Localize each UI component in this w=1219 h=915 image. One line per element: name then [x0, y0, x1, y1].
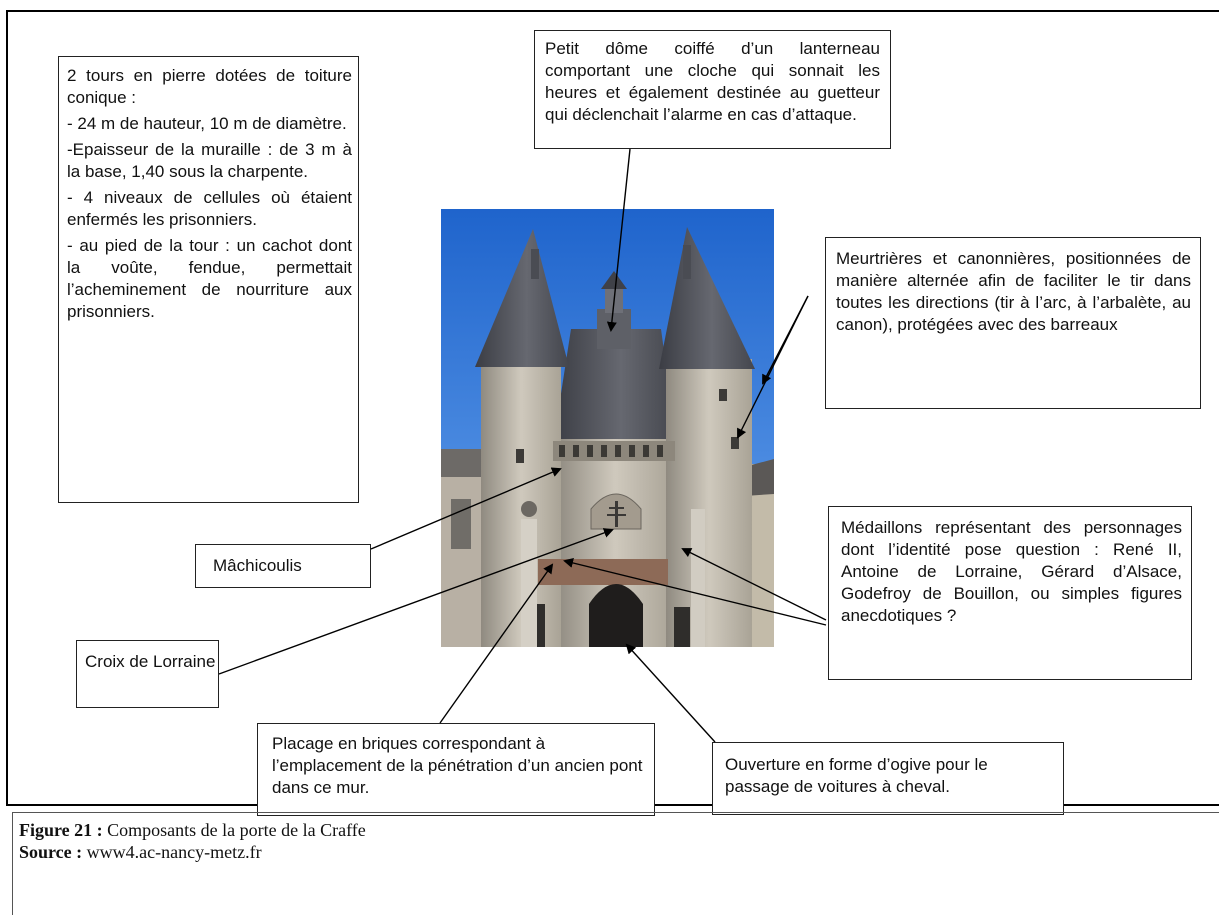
meurtrieres-description-box: Meurtrières et canonnières, positionnées… [825, 237, 1201, 409]
towers-line-4: - 4 niveaux de cellules où étaient enfer… [67, 188, 352, 229]
towers-line-5: - au pied de la tour : un cachot dont la… [67, 236, 352, 321]
croix-text: Croix de Lorraine [85, 652, 216, 671]
placage-description-box: Placage en briques correspondant à l’emp… [257, 723, 655, 816]
medaillons-text: Médaillons représentant des personnages … [841, 518, 1182, 625]
caption-figure-line: Figure 21 : Composants de la porte de la… [19, 819, 1219, 841]
ouverture-text: Ouverture en forme d’ogive pour le passa… [725, 755, 988, 796]
gate-photo [441, 209, 774, 647]
medaillons-description-box: Médaillons représentant des personnages … [828, 506, 1192, 680]
towers-description-box: 2 tours en pierre dotées de toiture coni… [58, 56, 359, 503]
croix-de-lorraine-box: Croix de Lorraine [76, 640, 219, 708]
dome-text: Petit dôme coiffé d’un lanterneau compor… [545, 39, 880, 124]
ouverture-description-box: Ouverture en forme d’ogive pour le passa… [712, 742, 1064, 815]
meurtrieres-text: Meurtrières et canonnières, positionnées… [836, 249, 1191, 334]
towers-line-1: 2 tours en pierre dotées de toiture coni… [67, 66, 352, 107]
placage-text: Placage en briques correspondant à l’emp… [272, 734, 643, 797]
caption-source-label: Source : [19, 842, 83, 862]
porte-de-la-craffe-image [441, 209, 774, 647]
caption-source-line: Source : www4.ac-nancy-metz.fr [19, 841, 1219, 863]
machicoulis-text: Mâchicoulis [213, 556, 302, 575]
caption-figure-label: Figure 21 : [19, 820, 103, 840]
caption-figure-text: Composants de la porte de la Craffe [102, 820, 366, 840]
figure-caption: Figure 21 : Composants de la porte de la… [12, 812, 1219, 915]
towers-line-3: -Epaisseur de la muraille : de 3 m à la … [67, 140, 352, 181]
machicoulis-box: Mâchicoulis [195, 544, 371, 588]
towers-line-2: - 24 m de hauteur, 10 m de diamètre. [67, 114, 347, 133]
dome-description-box: Petit dôme coiffé d’un lanterneau compor… [534, 30, 891, 149]
caption-source-text: www4.ac-nancy-metz.fr [82, 842, 262, 862]
